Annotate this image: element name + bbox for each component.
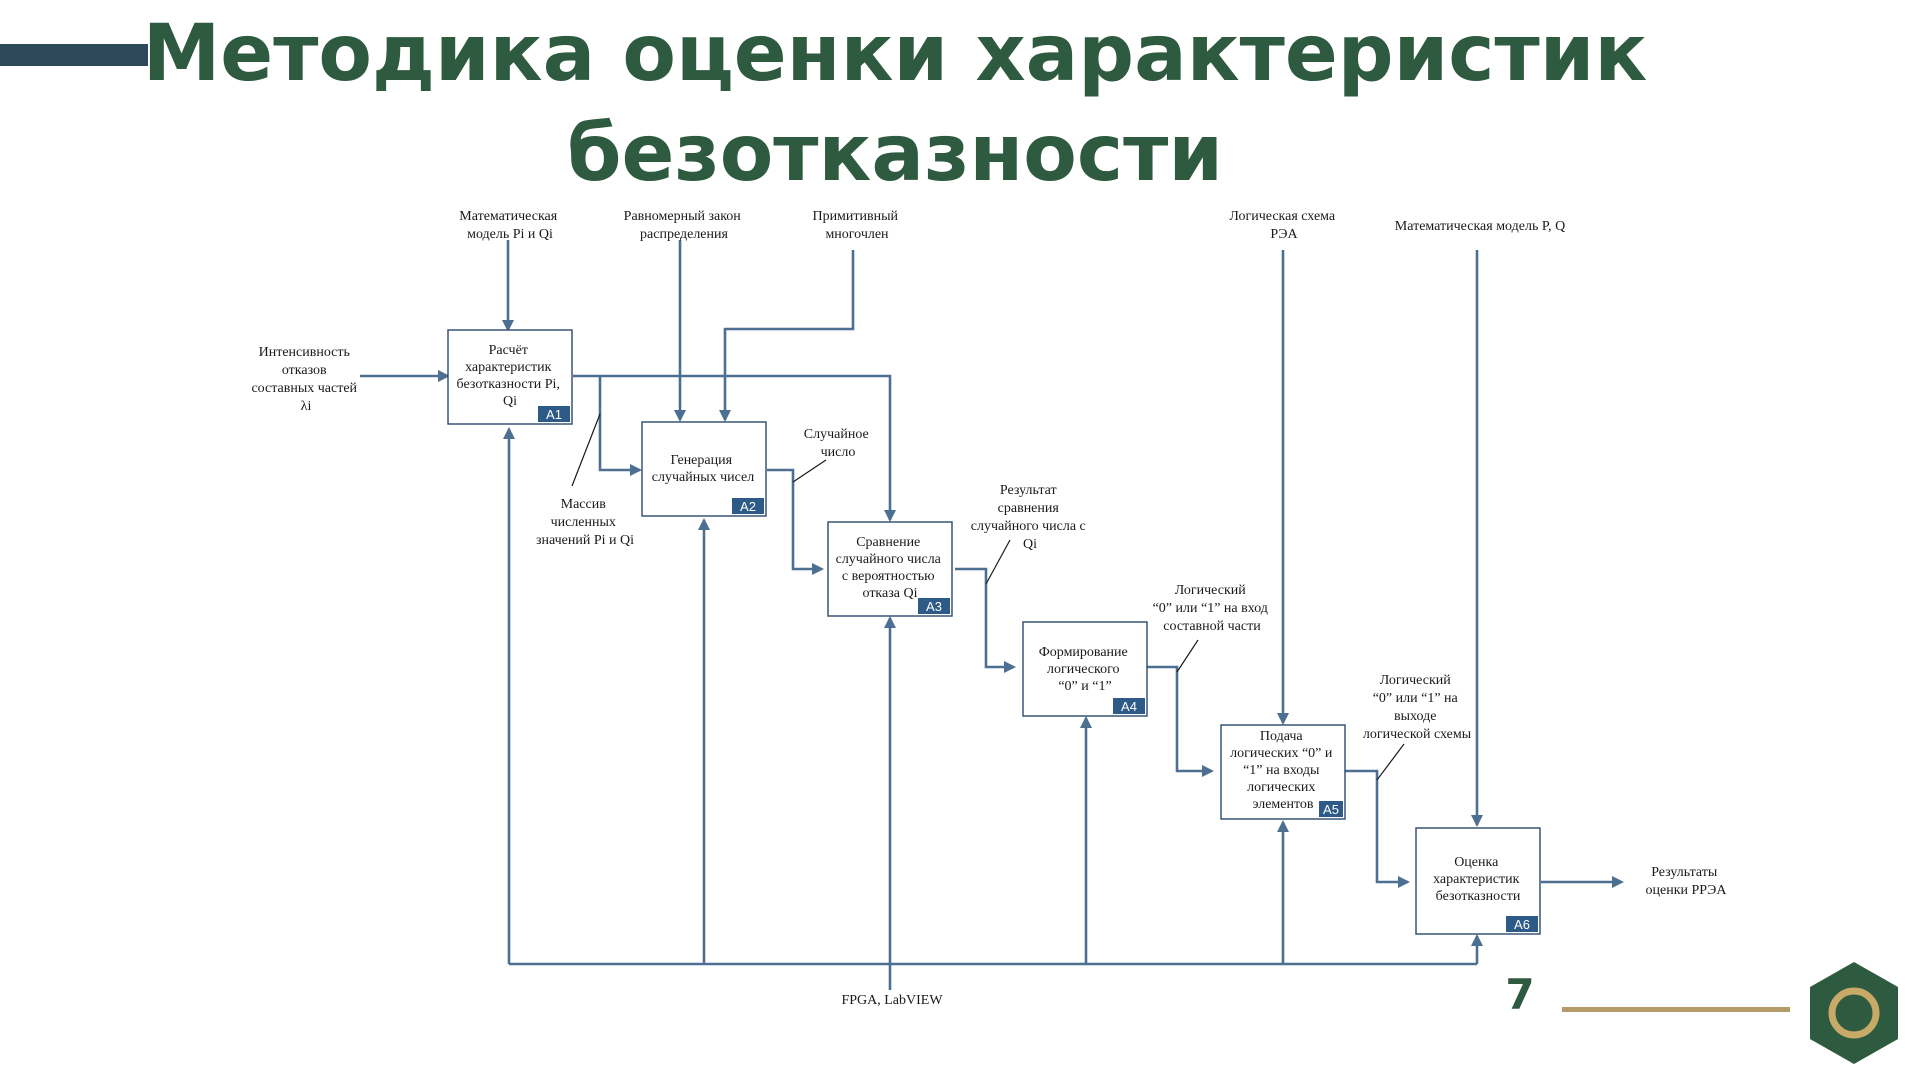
- arrowhead: [1277, 820, 1289, 832]
- arrowhead: [1471, 934, 1483, 946]
- a3-to-a4-line: [955, 567, 1014, 669]
- arrowhead: [438, 370, 450, 382]
- leader-line: [792, 459, 827, 483]
- block-id: A2: [740, 499, 756, 514]
- arrowhead: [1202, 765, 1214, 777]
- block-a2: Генерация случайных чисел A2: [641, 421, 767, 517]
- decorative-bar: [0, 44, 148, 66]
- block-a5: Подача логических “0” и “1” на входы лог…: [1220, 724, 1346, 820]
- leader-line: [1176, 639, 1199, 673]
- accent-line: [1562, 1007, 1790, 1012]
- block-label: Генерация случайных чисел: [652, 453, 754, 485]
- arrowhead: [1004, 661, 1016, 673]
- arrowhead: [630, 464, 642, 476]
- block-label: Расчёт характеристик безотказности Pi, Q…: [457, 343, 564, 409]
- output-label-compare-result: Результат сравнения случайного числа с Q…: [971, 483, 1090, 552]
- control-label-uniform-law: Равномерный закон распределения: [624, 209, 745, 242]
- a5-to-a6-line: [1345, 769, 1408, 884]
- arrowheads: [438, 320, 1624, 946]
- control-label-logic-scheme: Логическая схема РЭА: [1229, 209, 1338, 242]
- arrowhead: [503, 427, 515, 439]
- mechanism-label: FPGA, LabVIEW: [841, 993, 943, 1008]
- control-label-primitive-poly: Примитивный многочлен: [812, 209, 901, 242]
- block-id-badge: [918, 598, 950, 614]
- flow-lines: [360, 240, 1614, 990]
- arrowhead: [1080, 716, 1092, 728]
- block-id: A1: [546, 407, 562, 422]
- a4-to-a5-line: [1147, 665, 1212, 773]
- block-label: Сравнение случайного числа с вероятность…: [836, 535, 945, 601]
- block-a6: Оценка характеристик безотказности A6: [1415, 827, 1541, 935]
- a2-to-a3-line: [767, 468, 822, 571]
- control-arrow-a2-poly: [723, 250, 855, 420]
- block-id-badge: [732, 498, 764, 514]
- block-id: A6: [1514, 917, 1530, 932]
- arrowhead: [1612, 876, 1624, 888]
- block-a4: Формирование логического “0” и “1” A4: [1022, 621, 1148, 717]
- block-a1: Расчёт характеристик безотказности Pi, Q…: [447, 329, 573, 425]
- block-label: Оценка характеристик безотказности: [1433, 855, 1523, 904]
- arrowhead: [1277, 713, 1289, 725]
- output-label-logic-output: Логический “0” или “1” на выходе логичес…: [1363, 673, 1472, 742]
- output-label-random-number: Случайное число: [804, 427, 872, 460]
- page-number: 7: [1505, 970, 1535, 1019]
- leader-line: [985, 539, 1011, 585]
- leader-lines: [571, 413, 1405, 781]
- block-label: Формирование логического “0” и “1”: [1039, 645, 1132, 694]
- input-label-failure-rate: Интенсивность отказов составных частей λ…: [251, 345, 360, 414]
- slide-title: Методика оценки характеристик безотказно…: [142, 9, 1648, 199]
- a1-to-a2-line: [598, 376, 640, 472]
- arrowhead: [1398, 876, 1410, 888]
- a1-to-a3-line: [573, 374, 892, 520]
- block-id: A4: [1121, 699, 1137, 714]
- output-label-results: Результаты оценки PРЭА: [1646, 865, 1728, 898]
- arrowhead: [884, 510, 896, 522]
- block-id-badge: [1319, 801, 1343, 817]
- control-label-math-model-pi-qi: Математическая модель Pi и Qi: [459, 209, 560, 242]
- leader-line: [1376, 743, 1405, 781]
- arrowhead: [674, 410, 686, 422]
- block-id-badge: [1506, 916, 1538, 932]
- block-id: A5: [1323, 802, 1339, 817]
- arrowhead: [812, 563, 824, 575]
- block-a3: Сравнение случайного числа с вероятность…: [827, 521, 953, 617]
- block-id: A3: [926, 599, 942, 614]
- arrowhead: [719, 410, 731, 422]
- block-label: Подача логических “0” и “1” на входы лог…: [1230, 729, 1336, 812]
- arrowhead: [884, 616, 896, 628]
- block-id-badge: [538, 406, 570, 422]
- output-label-logic-input: Логический “0” или “1” на вход составной…: [1153, 583, 1272, 634]
- arrowhead: [502, 320, 514, 332]
- arrowhead: [1471, 815, 1483, 827]
- control-label-math-model-pq: Математическая модель P, Q: [1395, 219, 1565, 234]
- arrowhead: [698, 518, 710, 530]
- leader-line: [571, 413, 601, 487]
- block-id-badge: [1113, 698, 1145, 714]
- output-label-array: Массив численных значений Pi и Qi: [536, 497, 634, 548]
- hexagon-ring-icon: [1810, 962, 1898, 1064]
